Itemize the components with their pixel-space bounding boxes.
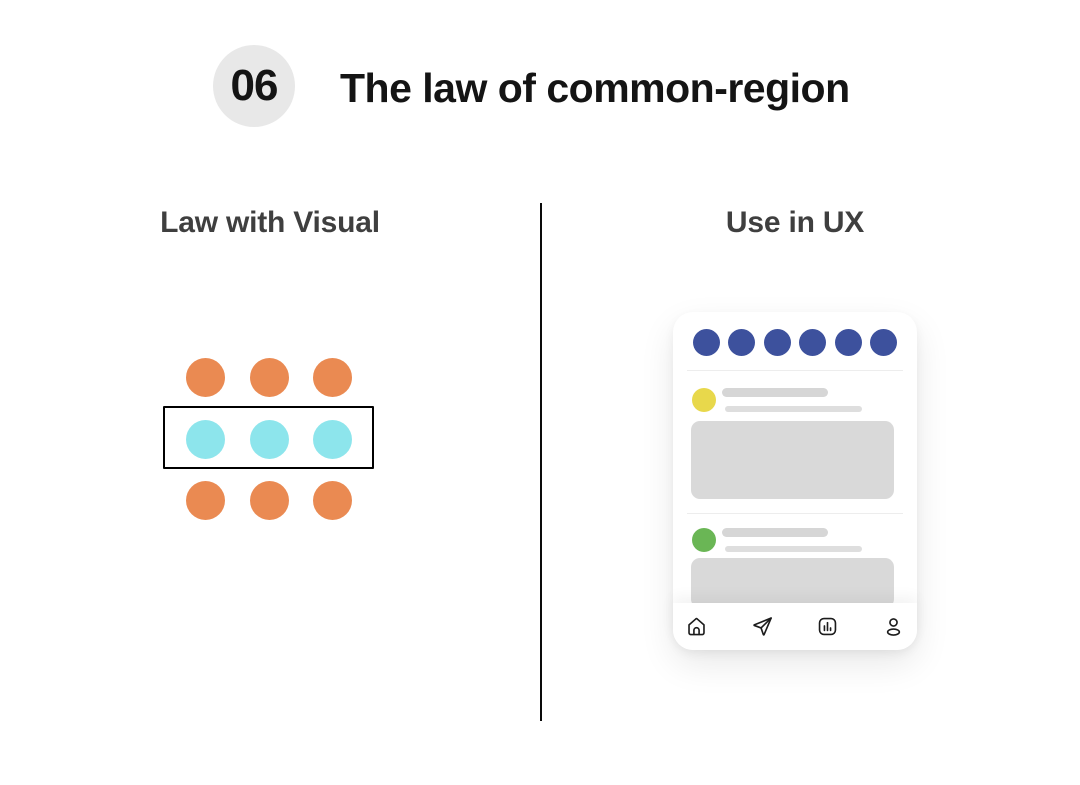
bottom-nav <box>673 603 917 650</box>
social-feed-card <box>673 312 917 650</box>
vertical-divider <box>540 203 542 721</box>
stories-row <box>693 329 897 356</box>
dot <box>313 358 352 397</box>
story-avatar <box>834 329 862 356</box>
common-region-outline <box>163 406 374 469</box>
story-avatar <box>869 329 897 356</box>
story-avatar <box>693 329 720 356</box>
send-icon <box>751 615 774 638</box>
dot <box>249 419 289 459</box>
dot <box>249 481 289 520</box>
post-divider <box>687 513 903 514</box>
stats-icon <box>816 615 839 638</box>
dot-row-middle <box>186 419 352 459</box>
post-avatar <box>692 388 716 412</box>
dot-row-top <box>186 358 352 397</box>
dot-row-bottom <box>186 481 352 520</box>
story-avatar <box>763 329 791 356</box>
post-avatar <box>692 528 716 552</box>
dot <box>186 481 225 520</box>
home-icon <box>685 615 708 638</box>
dot <box>186 419 225 459</box>
story-avatar <box>728 329 756 356</box>
law-number-badge: 06 <box>213 45 295 127</box>
post-title-placeholder <box>722 388 828 397</box>
dots-grid <box>186 358 352 520</box>
post-title-placeholder <box>722 528 828 537</box>
stories-divider <box>687 370 903 371</box>
dot <box>313 419 352 459</box>
post-subtitle-placeholder <box>725 406 862 412</box>
right-panel-heading: Use in UX <box>725 206 865 239</box>
page-title: The law of common-region <box>340 65 850 111</box>
story-avatar <box>799 329 827 356</box>
post-subtitle-placeholder <box>725 546 862 552</box>
left-panel-heading: Law with Visual <box>160 206 380 239</box>
dot <box>313 481 352 520</box>
dot <box>249 358 289 397</box>
dot <box>186 358 225 397</box>
post-media-placeholder <box>691 421 894 499</box>
profile-icon <box>882 615 905 638</box>
post-media-placeholder <box>691 558 894 608</box>
